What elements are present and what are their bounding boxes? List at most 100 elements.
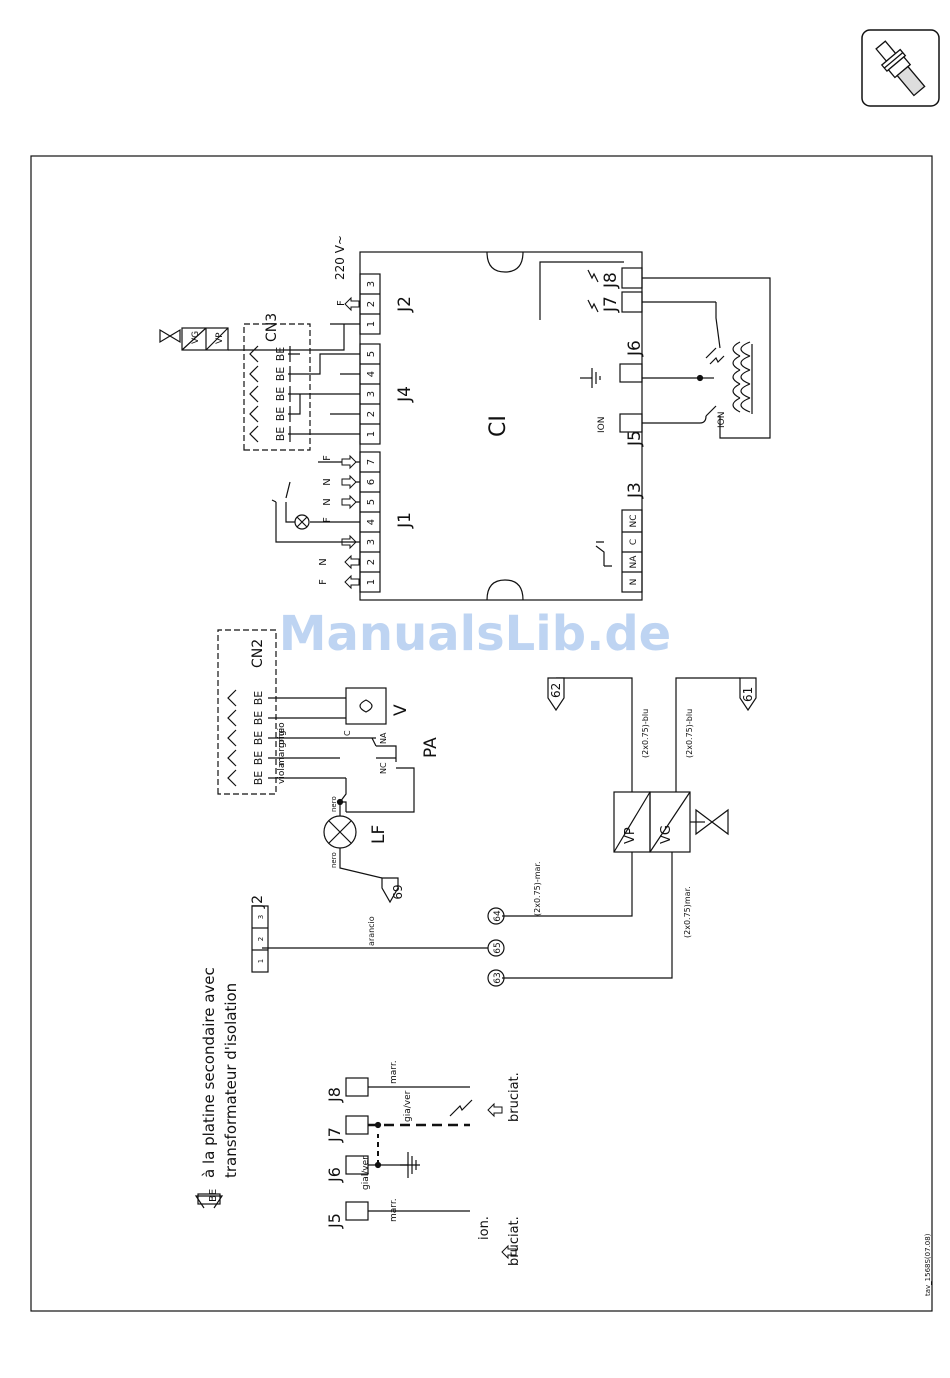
diagram-frame xyxy=(30,155,933,1312)
supply-voltage: 220 V~ xyxy=(333,235,347,280)
cable-62: (2x0.75)-blu xyxy=(641,709,650,758)
bottom-gia-ver: gia/ver xyxy=(403,1090,413,1122)
board-connectors-lower: J5 ION J6 J7 J8 xyxy=(580,267,645,447)
supply-phase: F xyxy=(336,300,347,306)
j1-signal: F xyxy=(322,455,333,461)
j1-pin: 3 xyxy=(366,539,377,545)
sec-j2-pin: 1 xyxy=(257,959,265,963)
j1-signal: F xyxy=(318,579,329,585)
bottom-bruciat2: bruciat. xyxy=(507,1216,522,1266)
cn3-plug: BE xyxy=(274,347,287,362)
j1-pin: 5 xyxy=(366,499,377,505)
terminals-lower: 64 65 63 arancio xyxy=(262,907,505,987)
bottom-ion: ion. xyxy=(477,1216,492,1240)
cable-63: (2x0.75)mar. xyxy=(683,886,692,938)
pa-c: C xyxy=(343,730,352,736)
terminal-62: 62 xyxy=(549,683,563,698)
j2-pin: 3 xyxy=(366,281,377,287)
gas-valve-vp: VP xyxy=(623,827,638,844)
j1-signal: N xyxy=(322,478,333,485)
j2-label: J2 xyxy=(395,296,415,313)
lamp-lf: LF nero nero 69 xyxy=(323,796,405,904)
j1-label: J1 xyxy=(395,512,415,529)
wire-nero-top: nero xyxy=(330,796,338,812)
bottom-marr2: marr. xyxy=(389,1198,399,1222)
cn3-plug: BE xyxy=(274,367,287,382)
j4-pin: 5 xyxy=(366,351,377,357)
pa-na: NA xyxy=(379,732,388,744)
cn2-plug: BE xyxy=(252,711,265,726)
j4-label: J4 xyxy=(395,386,415,403)
pressure-switch-pa: C NA NC PA xyxy=(338,730,441,813)
wire-grigio: grigio xyxy=(277,722,287,748)
ion-label: ION xyxy=(597,417,607,433)
cn3-plugs: CN3 BE BE BE BE BE xyxy=(243,313,360,451)
cn2-plug: BE xyxy=(252,751,265,766)
lamp-label: LF xyxy=(369,825,389,844)
j3-label: J3 xyxy=(625,482,645,499)
cn2-block: CN2 BE BE BE BE BE grigio marrone viola xyxy=(217,629,376,795)
wire-nero-bottom: nero xyxy=(330,852,338,868)
fan-v: V xyxy=(345,687,411,725)
cn2-plug: BE xyxy=(252,691,265,706)
j4-pin: 3 xyxy=(366,391,377,397)
gas-valve-vg: VG xyxy=(659,825,674,844)
j2-pin: 2 xyxy=(366,301,377,307)
ion-electrode-label: ION xyxy=(717,412,727,428)
sec-j2-label: J2 xyxy=(250,895,266,909)
connector-j3: N NA C NC J3 xyxy=(595,482,645,593)
j1-pin: 2 xyxy=(366,559,377,565)
legend-symbol: BE xyxy=(208,1189,219,1202)
j1-wiring: F N F N N F xyxy=(271,455,360,589)
cable-61: (2x0.75)-blu xyxy=(685,709,694,758)
legend-line2: transformateur d'isolation xyxy=(222,983,240,1178)
terminal-65: 65 xyxy=(493,942,503,953)
cn2-plug: BE xyxy=(252,731,265,746)
cn3-plug: BE xyxy=(274,407,287,422)
j8-label: J8 xyxy=(601,272,621,289)
j4-pin: 4 xyxy=(366,371,377,377)
terminal-64: 64 xyxy=(493,910,503,922)
cable-64: (2x0.75)-mar. xyxy=(533,861,542,916)
j3-pin: N xyxy=(629,579,639,586)
cn3-plug: BE xyxy=(274,427,287,442)
j1-pin: 1 xyxy=(366,579,377,585)
j6-label: J6 xyxy=(625,340,645,357)
sensor-icon xyxy=(861,29,940,107)
valve-symbol-vp: VP xyxy=(215,332,225,344)
legend-line1: à la platine secondaire avec xyxy=(200,967,218,1178)
bottom-j6: J6 xyxy=(325,1167,344,1183)
terminal-69: 69 xyxy=(391,884,405,899)
j7-label: J7 xyxy=(601,296,621,313)
valve-symbols-small: VG VP xyxy=(159,324,345,351)
j2-pin: 1 xyxy=(366,321,377,327)
pa-nc: NC xyxy=(379,762,388,774)
j3-pin: NA xyxy=(629,555,639,569)
cn3-plug: BE xyxy=(274,387,287,402)
j5-label: J5 xyxy=(625,430,645,447)
pa-label: PA xyxy=(421,737,441,758)
wire-arancio: arancio xyxy=(367,916,376,946)
electrode-wiring: ION xyxy=(642,277,771,439)
j1-signal: F xyxy=(322,517,333,523)
bottom-bruciat1: bruciat. xyxy=(507,1072,522,1122)
j1-pin: 7 xyxy=(366,459,377,465)
j3-pin: C xyxy=(629,539,639,545)
connector-j1: 1 2 3 4 5 6 7 J1 xyxy=(359,451,415,593)
sec-j2-pin: 2 xyxy=(257,937,265,941)
j1-pin: 6 xyxy=(366,479,377,485)
bottom-j8: J8 xyxy=(325,1087,344,1103)
terminal-63: 63 xyxy=(493,972,503,983)
fan-label: V xyxy=(391,704,411,716)
bottom-detail: J8 J7 J6 J5 marr. gia/ver gial/ver marr xyxy=(325,1060,522,1266)
sec-j2-pin: 3 xyxy=(257,915,265,919)
bottom-marr1: marr. xyxy=(389,1060,399,1084)
cn2-plug: BE xyxy=(252,771,265,786)
cn2-label: CN2 xyxy=(250,639,266,668)
j1-signal: N xyxy=(322,498,333,505)
legend: BE à la platine secondaire avec transfor… xyxy=(194,967,240,1209)
j1-signal: N xyxy=(318,558,329,565)
connector-j2: 1 2 3 J2 xyxy=(359,273,415,335)
bottom-j5: J5 xyxy=(325,1213,344,1229)
